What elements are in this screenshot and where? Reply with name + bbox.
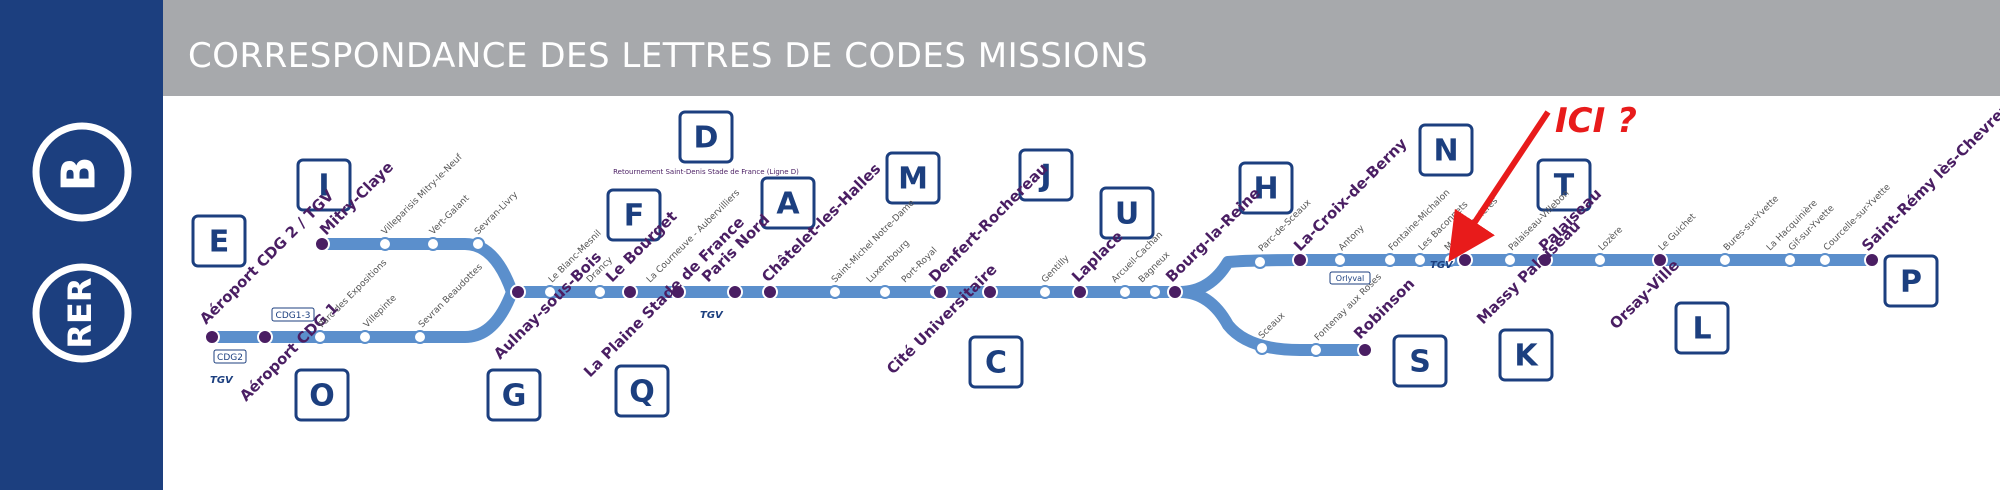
station-label: Saint-Rémy lès-Chevreuse	[1858, 85, 2000, 255]
minor-station-dots	[313, 237, 1832, 357]
station-label: Antony	[1337, 223, 1367, 253]
code-box-t: T	[1536, 158, 1592, 212]
ligne-d-note-text: Retournement Saint-Denis Stade de France…	[613, 168, 799, 176]
code-box-u: U	[1099, 186, 1155, 240]
code-box-l: L	[1674, 301, 1730, 355]
ici-arrow	[1448, 110, 1551, 262]
code-box-k: K	[1498, 328, 1554, 382]
header-bar	[163, 0, 2000, 96]
code-box-p: P	[1883, 254, 1939, 308]
code-box-o: O	[294, 368, 350, 422]
station-label: Le Guichet	[1657, 212, 1698, 253]
code-box-e: E	[191, 214, 247, 268]
code-box-m: M	[885, 151, 941, 205]
line-sidebar	[0, 0, 163, 490]
cdg2-tag	[213, 349, 247, 364]
station-label: Robinson	[1350, 275, 1418, 343]
cdg1-3-label: CDG1-3	[276, 311, 311, 321]
svg-text:Q: Q	[629, 375, 655, 410]
svg-text:T: T	[1554, 169, 1575, 204]
code-box-i: I	[296, 158, 352, 212]
svg-text:E: E	[209, 225, 230, 260]
rer-label: RER	[61, 277, 99, 348]
svg-text:U: U	[1115, 197, 1139, 232]
station-label: Villeparisis Mitry-le-Neuf	[380, 152, 465, 237]
station-label: Sceaux	[1257, 310, 1288, 341]
tgv-label: TGV	[210, 375, 234, 386]
svg-text:J: J	[1038, 159, 1051, 194]
station-label: Orsay-Ville	[1606, 256, 1683, 333]
line-b-label: B	[52, 156, 106, 191]
code-box-c: C	[968, 335, 1024, 389]
rer-logo: RER B	[32, 122, 132, 363]
svg-text:F: F	[624, 199, 645, 234]
code-box-q: Q	[614, 364, 670, 418]
tgv-label-massy: TGV	[1430, 260, 1454, 271]
svg-text:I: I	[318, 169, 329, 204]
svg-text:G: G	[502, 379, 527, 414]
station-label: Lozère	[1596, 224, 1625, 253]
cdg1-3-tag	[271, 307, 315, 322]
svg-text:L: L	[1692, 312, 1711, 347]
code-box-s: S	[1392, 334, 1448, 388]
svg-text:O: O	[309, 379, 335, 414]
code-box-g: G	[486, 368, 542, 422]
ligne-d-note: Retournement Saint-Denis Stade de France…	[613, 168, 799, 176]
orlyval-label: Orlyval	[1336, 274, 1364, 283]
page-title: CORRESPONDANCE DES LETTRES DE CODES MISS…	[188, 36, 1149, 76]
station-label: Vert-Galant	[428, 193, 472, 237]
code-box-h: H	[1238, 161, 1294, 215]
tgv-label-paris-nord: TGV	[700, 310, 724, 321]
code-box-n: N	[1418, 123, 1474, 177]
station-label: Bourg-la-Reine	[1162, 184, 1264, 286]
svg-text:P: P	[1900, 265, 1922, 300]
line-track	[206, 238, 1876, 356]
svg-text:N: N	[1433, 134, 1458, 169]
code-box-a: A	[760, 176, 816, 230]
svg-text:K: K	[1514, 339, 1539, 374]
station-label: Gentilly	[1040, 253, 1072, 285]
svg-text:S: S	[1409, 345, 1431, 380]
svg-text:H: H	[1253, 172, 1278, 207]
svg-text:D: D	[694, 121, 719, 156]
code-boxes: E I O G F Q D A M J C U H N S K T L P	[191, 110, 1939, 422]
svg-text:C: C	[985, 346, 1007, 381]
station-label: Villepinte	[362, 293, 399, 330]
ici-annotation: ICI ?	[1448, 101, 1637, 262]
orlyval-tag	[1329, 271, 1371, 285]
code-box-d: D	[678, 110, 734, 164]
svg-text:M: M	[898, 162, 928, 197]
code-box-f: F	[606, 188, 662, 242]
ici-label: ICI ?	[1555, 101, 1637, 141]
station-label: Sevran-Livry	[473, 190, 521, 238]
connection-tags: CDG1-3 CDG2 TGV TGV Orlyval TGV	[210, 260, 1454, 386]
code-box-j: J	[1018, 148, 1074, 202]
svg-text:A: A	[776, 187, 800, 222]
cdg2-label: CDG2	[217, 353, 243, 363]
station-label: Sevran Beaudottes	[417, 262, 485, 330]
